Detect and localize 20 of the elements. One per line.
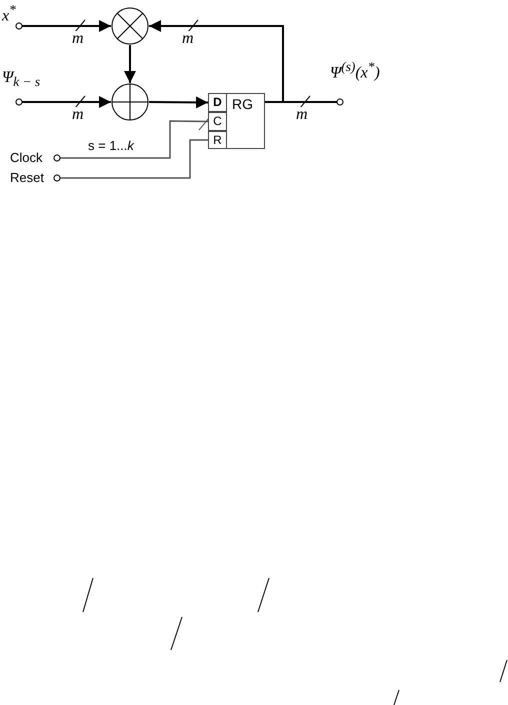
arrow [149, 20, 284, 103]
terminal-label: Clock [10, 151, 43, 164]
arrow [148, 96, 208, 108]
arrow [22, 20, 111, 32]
signal-line [60, 139, 208, 179]
signal-line [60, 120, 208, 159]
multiplier-symbol [111, 7, 149, 45]
terminal-label: Reset [10, 171, 44, 184]
register-block [208, 93, 265, 149]
register-input: D [208, 93, 227, 112]
terminal-label: x$^{*}$ [2, 3, 16, 24]
register-input: C [208, 112, 227, 131]
terminal-label: Ψ$^{(s)}$(x$^{*}$) [330, 60, 380, 82]
edge-label: s = 1...k [88, 139, 134, 152]
register-input: R [208, 131, 227, 149]
arrow [22, 96, 111, 108]
block-label: RG [232, 97, 253, 111]
terminal-label: Ψ$_{k − s}$ [2, 70, 40, 89]
adder-symbol [111, 83, 149, 121]
arrow [124, 45, 136, 83]
